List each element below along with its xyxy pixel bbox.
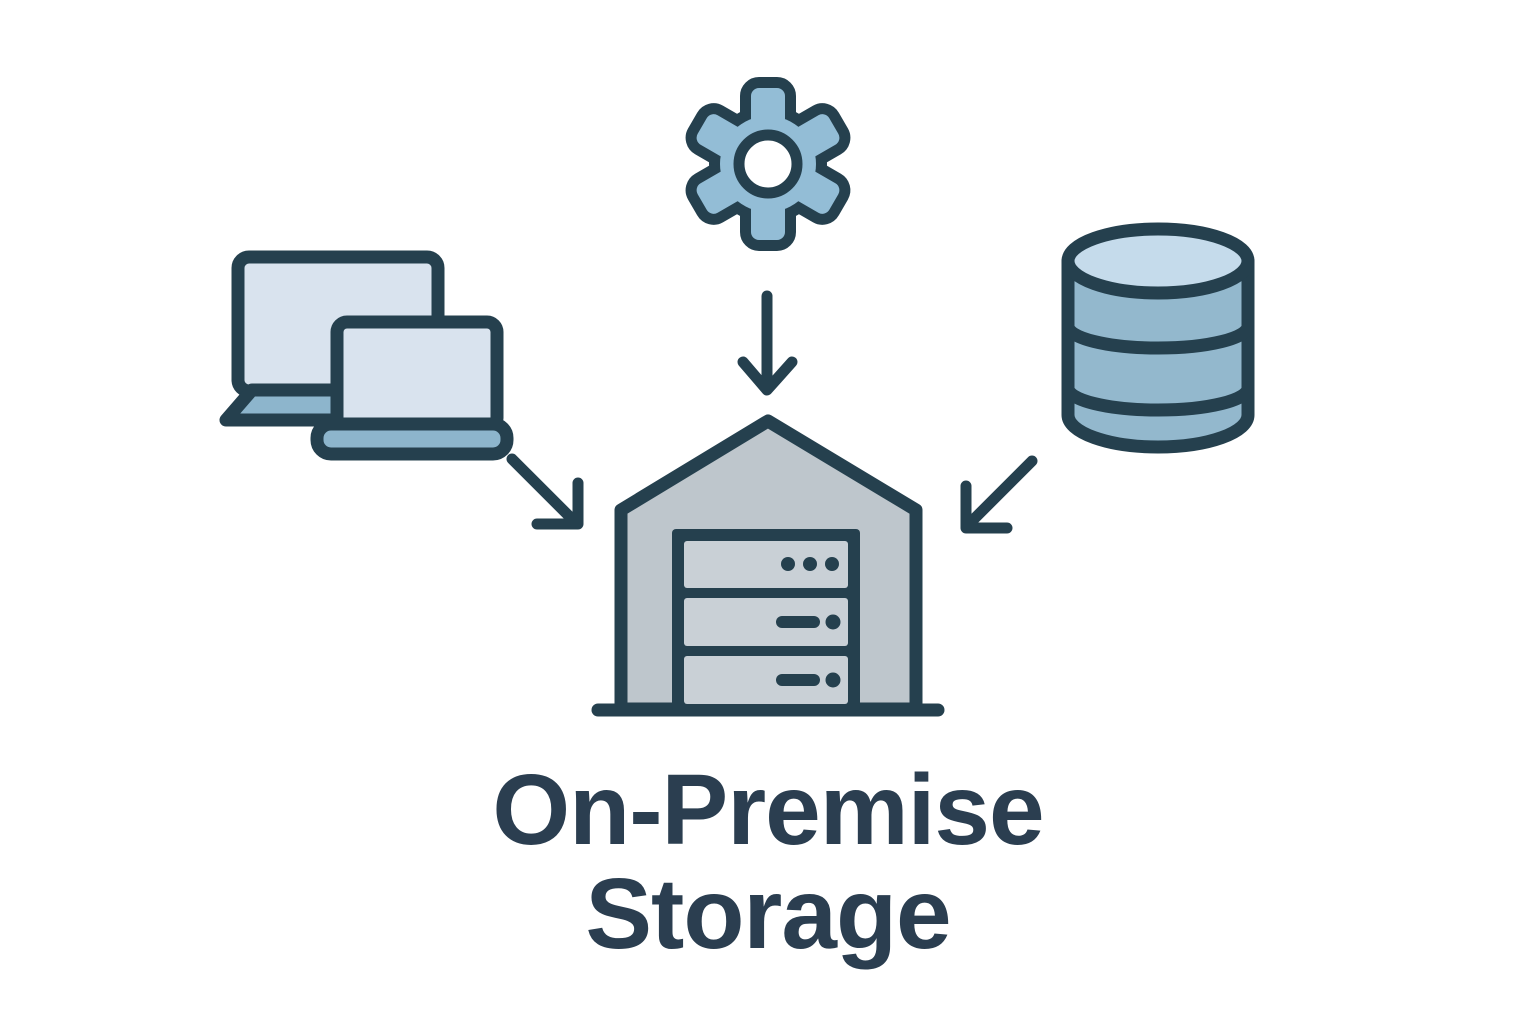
- database-icon: [1061, 222, 1255, 454]
- front-laptop-base: [310, 417, 514, 461]
- database-top: [1061, 222, 1255, 300]
- warehouse-server-icon: [591, 414, 945, 717]
- arrow-down-right-icon: [506, 453, 584, 530]
- gear-icon: [685, 77, 851, 251]
- server-led-1: [781, 557, 795, 571]
- server-led-2: [803, 557, 817, 571]
- arrow-down-left-icon: [960, 455, 1038, 534]
- title-line-1: On-Premise: [492, 754, 1044, 866]
- server-unit-2: [684, 598, 848, 646]
- front-laptop-screen: [330, 315, 504, 435]
- gear-hub: [733, 129, 803, 199]
- arrow-down-icon: [737, 290, 798, 396]
- title-line-2: Storage: [585, 858, 951, 970]
- database-divider-1: [1061, 319, 1255, 355]
- server-led-5: [825, 672, 841, 688]
- front-laptop: [310, 315, 514, 461]
- diagram-title: On-Premise Storage: [0, 758, 1536, 966]
- server-led-4: [825, 614, 841, 630]
- server-unit-1: [684, 541, 848, 588]
- database-divider-2: [1061, 381, 1255, 417]
- laptops-icon: [219, 250, 514, 461]
- server-unit-3: [684, 656, 848, 704]
- server-led-3: [825, 557, 839, 571]
